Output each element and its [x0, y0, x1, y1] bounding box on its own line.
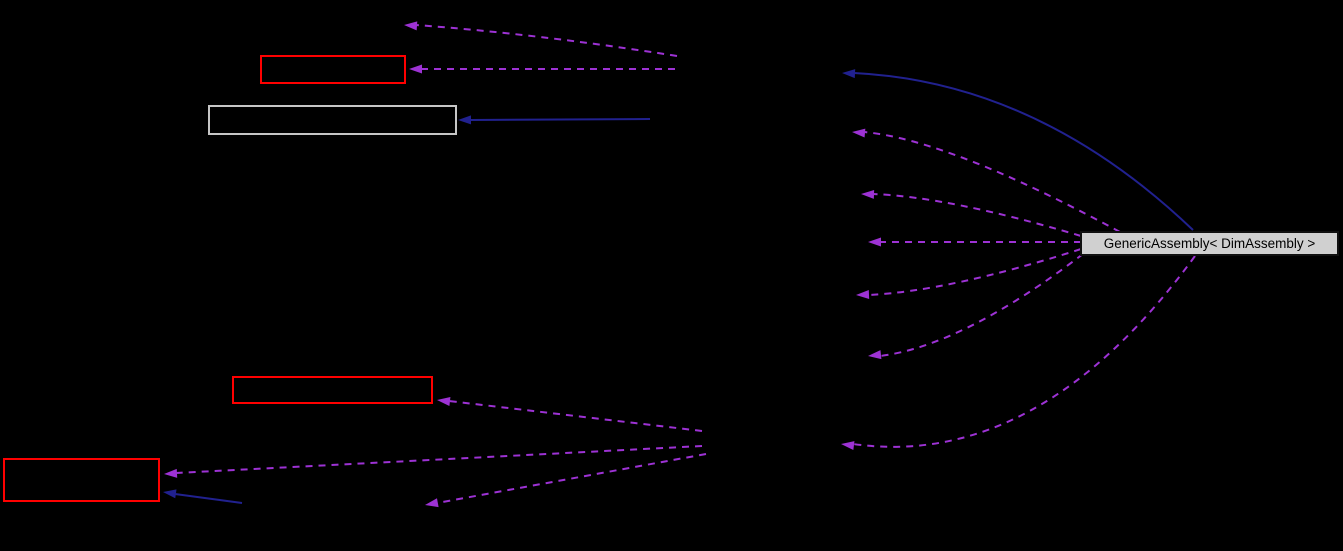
edge-ga-to-hidden-5 [879, 253, 1084, 357]
arrowhead-icon [164, 468, 178, 478]
arrowhead-icon [163, 489, 177, 499]
arrowhead-icon [868, 237, 881, 247]
arrowhead-icon [856, 289, 870, 299]
generic-assembly-node-label: GenericAssembly< DimAssembly > [1104, 236, 1316, 251]
truncated-node-middle[interactable] [232, 376, 433, 404]
arrowhead-icon [852, 128, 866, 138]
arrowhead-icon [458, 115, 472, 125]
edge-hidden-c-to-hidden-bottom [436, 453, 707, 504]
arrowhead-icon [425, 498, 439, 508]
truncated-node-bottom[interactable] [3, 458, 160, 502]
edge-ga-to-hidden-4 [867, 248, 1082, 296]
generic-assembly-node[interactable] [1080, 231, 1339, 256]
edge-hidden-c-to-truncated-bottom [175, 445, 703, 474]
edge-hidden-c-to-truncated-middle [448, 400, 703, 432]
edge-ga-to-hidden-top [853, 72, 1194, 231]
edge-hidden-b-to-plain-node [469, 118, 651, 121]
arrowhead-icon [404, 21, 418, 31]
edge-hidden-d-to-truncated-bottom [174, 493, 243, 504]
arrowhead-icon [842, 69, 856, 79]
arrowhead-icon [841, 441, 855, 451]
plain-node-top[interactable] [208, 105, 457, 135]
arrowhead-icon [868, 350, 882, 360]
arrowhead-icon [437, 397, 451, 406]
edge-hidden-a-to-hidden-topleft [415, 24, 678, 57]
truncated-node-top[interactable] [260, 55, 406, 84]
edge-ga-to-hidden-1 [863, 131, 1121, 233]
edge-ga-to-hidden-center [852, 255, 1196, 448]
arrowhead-icon [409, 64, 422, 74]
arrowhead-icon [861, 189, 875, 199]
edge-ga-to-hidden-2 [872, 193, 1082, 237]
